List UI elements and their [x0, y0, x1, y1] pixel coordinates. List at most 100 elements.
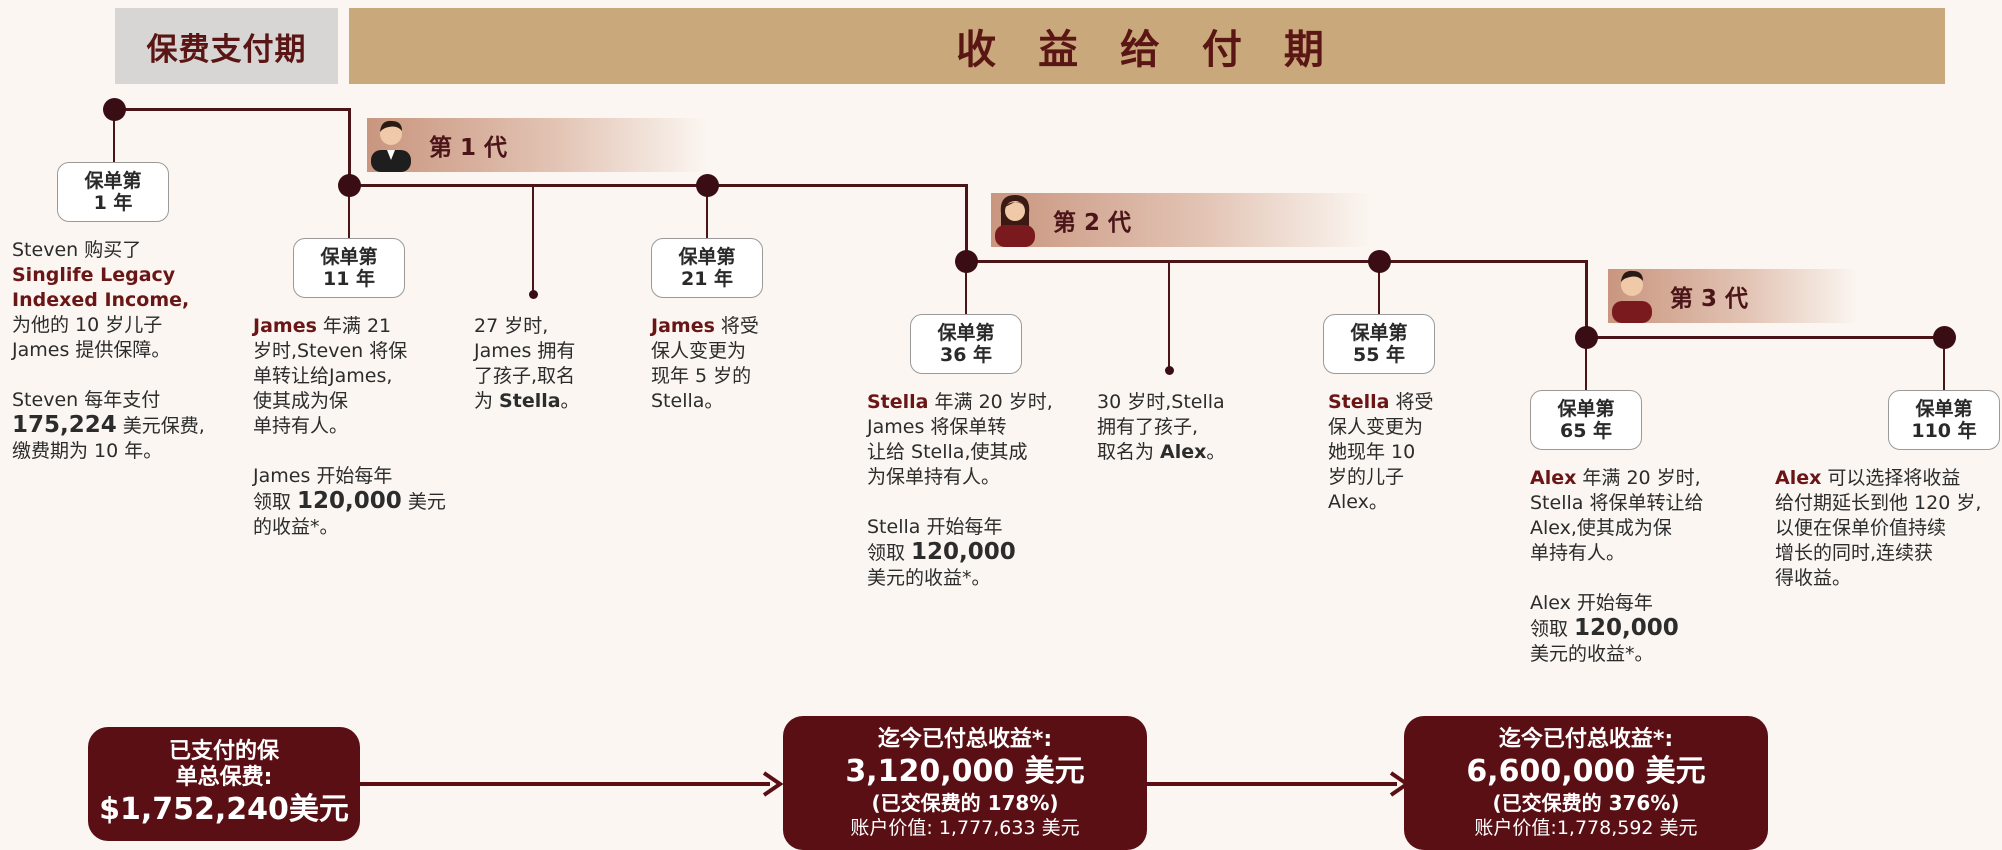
- year-box-21: 保单第 21 年: [651, 238, 763, 298]
- note-age-27: 27 岁时, James 拥有 了孩子,取名 为 Stella。: [474, 314, 614, 414]
- timeline-seg-3: [965, 260, 1587, 263]
- premium-amount: 175,224: [12, 412, 117, 438]
- generation-1-banner: 第 1 代: [367, 118, 707, 172]
- paid-income-label: 迄今已付总收益*:: [877, 727, 1053, 752]
- note-year-1: Steven 购买了 Singlife Legacy Indexed Incom…: [12, 238, 232, 464]
- product-name: Singlife Legacy: [12, 264, 176, 286]
- total-premium-box: 已支付的保 单总保费: $1,752,240美元: [88, 727, 360, 841]
- year-box-value: 36 年: [939, 344, 993, 366]
- year-box-value: 110 年: [1911, 420, 1977, 442]
- note-line: James 拥有: [474, 340, 576, 362]
- note-line: James 提供保障。: [12, 339, 171, 361]
- timeline-dot-y55: [1367, 249, 1391, 273]
- stem-y110: [1943, 338, 1945, 390]
- note-line: 美元: [401, 491, 446, 513]
- note-line: 。: [560, 390, 580, 412]
- timeline-dot-y36: [954, 249, 978, 273]
- timeline-seg-1: [113, 108, 350, 111]
- note-line: 年满 20 岁时,: [928, 391, 1053, 413]
- note-line: 岁时,Steven 将保: [253, 340, 408, 362]
- note-line: 使其成为保: [253, 390, 349, 412]
- year-box-36: 保单第 36 年: [910, 314, 1022, 374]
- stem-y11: [348, 186, 350, 238]
- total-premium-label: 单总保费:: [175, 765, 273, 790]
- note-line: 得收益。: [1775, 567, 1852, 589]
- note-age-30: 30 岁时,Stella 拥有了孩子, 取名为 Alex。: [1097, 390, 1257, 465]
- note-line: 给付期延长到他 120 岁,: [1775, 492, 1982, 514]
- note-year-36: Stella 年满 20 岁时, James 将保单转 让给 Stella,使其…: [867, 390, 1077, 591]
- note-line: 27 岁时,: [474, 315, 549, 337]
- payment-period-header: 保费支付期: [115, 8, 338, 84]
- note-line: 缴费期为 10 年。: [12, 440, 163, 462]
- note-line: Stella 将保单转让给: [1530, 492, 1704, 514]
- woman-avatar-icon: [995, 195, 1035, 247]
- year-box-label: 保单第: [84, 170, 142, 192]
- note-line: 保人变更为: [1328, 416, 1424, 438]
- note-year-65: Alex 年满 20 岁时, Stella 将保单转让给 Alex,使其成为保 …: [1530, 466, 1740, 667]
- note-line: 将受: [714, 315, 759, 337]
- note-line: 岁的儿子: [1328, 466, 1405, 488]
- note-line: 单持有人。: [1530, 542, 1626, 564]
- man-avatar-icon: [371, 120, 411, 172]
- generation-2-banner: 第 2 代: [991, 193, 1371, 247]
- note-line: Alex。: [1328, 491, 1388, 513]
- paid-income-box-1: 迄今已付总收益*: 3,120,000 美元 (已交保费的 178%) 账户价值…: [783, 716, 1147, 850]
- stem-y1: [113, 110, 115, 162]
- income-amount: 120,000: [1574, 615, 1679, 641]
- timeline-dot-y110: [1932, 325, 1956, 349]
- generation-1-label: 第 1 代: [429, 135, 508, 161]
- total-premium-label: 已支付的保: [168, 739, 279, 764]
- timeline-dot-y65: [1574, 325, 1598, 349]
- note-line: 美元的收益*。: [1530, 643, 1654, 665]
- stem-y21: [706, 186, 708, 238]
- note-line: 领取: [867, 542, 912, 564]
- year-box-label: 保单第: [1915, 398, 1973, 420]
- stem-30: [1168, 262, 1170, 370]
- note-line: 美元的收益*。: [867, 567, 991, 589]
- year-box-value: 55 年: [1352, 344, 1406, 366]
- person-name: James: [253, 315, 317, 337]
- note-line: 的收益*。: [253, 516, 339, 538]
- note-line: Steven 购买了: [12, 239, 142, 261]
- account-value: 账户价值: 1,777,633 美元: [850, 817, 1080, 839]
- note-line: 年满 20 岁时,: [1576, 467, 1701, 489]
- note-line: James 开始每年: [253, 465, 393, 487]
- note-line: 年满 21: [316, 315, 392, 337]
- note-line: 拥有了孩子,: [1097, 416, 1199, 438]
- year-box-value: 1 年: [93, 192, 133, 214]
- note-line: 为保单持有人。: [867, 466, 1001, 488]
- year-box-label: 保单第: [320, 246, 378, 268]
- person-name: Stella: [1328, 391, 1390, 413]
- note-line: 领取: [1530, 618, 1575, 640]
- note-line: 领取: [253, 491, 298, 513]
- person-name: Alex: [1160, 441, 1207, 463]
- income-amount: 120,000: [911, 539, 1016, 565]
- note-line: 让给 Stella,使其成: [867, 441, 1028, 463]
- timeline-seg-3-drop: [1585, 260, 1588, 338]
- note-year-11: James 年满 21 岁时,Steven 将保 单转让给James, 使其成为…: [253, 314, 463, 540]
- note-line: 美元保费,: [116, 415, 205, 437]
- event-dot-30: [1164, 365, 1174, 375]
- summary-arrow-1: [360, 782, 770, 786]
- year-box-1: 保单第 1 年: [57, 162, 169, 222]
- note-line: James 将保单转: [867, 416, 1007, 438]
- year-box-11: 保单第 11 年: [293, 238, 405, 298]
- note-line: 现年 5 岁的: [651, 365, 752, 387]
- year-box-value: 65 年: [1559, 420, 1613, 442]
- account-value: 账户价值:1,778,592 美元: [1474, 817, 1698, 839]
- year-box-label: 保单第: [937, 322, 995, 344]
- note-line: 30 岁时,Stella: [1097, 391, 1225, 413]
- note-line: 。: [1206, 441, 1226, 463]
- note-line: 她现年 10: [1328, 441, 1416, 463]
- generation-2-label: 第 2 代: [1053, 210, 1132, 236]
- note-line: Alex 开始每年: [1530, 592, 1653, 614]
- note-line: Stella 开始每年: [867, 516, 1003, 538]
- stem-y55: [1378, 262, 1380, 314]
- year-box-label: 保单第: [678, 246, 736, 268]
- note-line: 取名为: [1097, 441, 1161, 463]
- event-dot-27: [528, 289, 538, 299]
- note-line: Steven 每年支付: [12, 389, 161, 411]
- stem-y36: [965, 262, 967, 314]
- year-box-65: 保单第 65 年: [1530, 390, 1642, 450]
- income-period-header: 收 益 给 付 期: [349, 8, 1945, 84]
